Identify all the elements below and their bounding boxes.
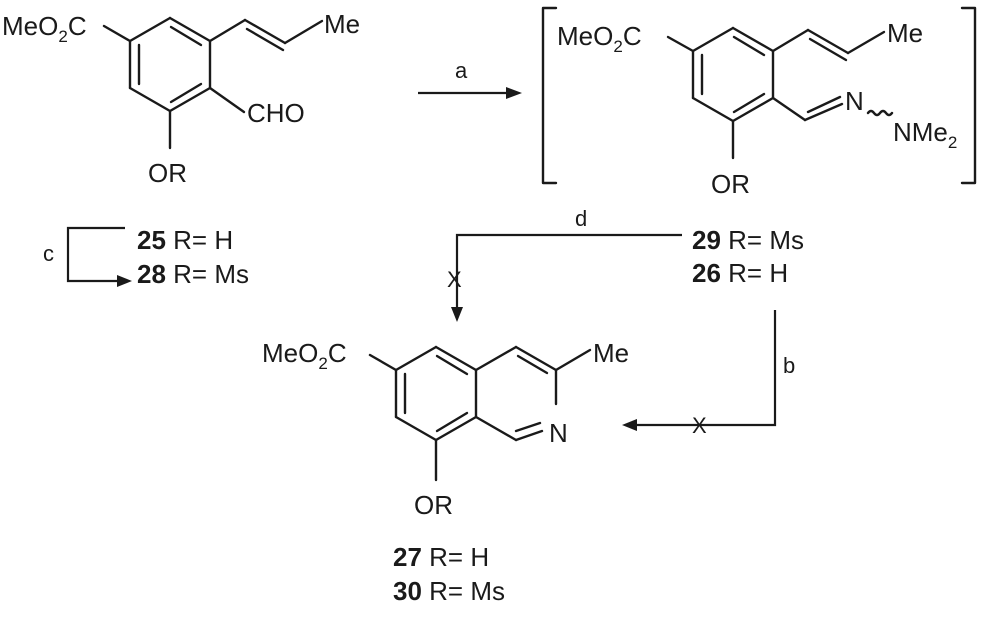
bond bbox=[666, 35, 695, 53]
ester-label: MeO2C bbox=[262, 338, 347, 373]
arrow-c: c bbox=[43, 226, 132, 287]
or-label: OR bbox=[148, 158, 187, 188]
structure-starting-aldehyde: MeO2C Me CHO OR bbox=[2, 9, 360, 188]
bond bbox=[554, 348, 592, 372]
bond bbox=[808, 37, 848, 62]
bond bbox=[368, 353, 398, 372]
bond bbox=[394, 345, 438, 372]
arrow-b-blocked: b X bbox=[622, 310, 795, 438]
bond bbox=[731, 96, 775, 123]
bond bbox=[846, 30, 886, 55]
structure-isoquinoline-product: MeO2C Me N OR bbox=[262, 338, 629, 520]
compound-28-label: 28 R= Ms bbox=[137, 259, 249, 289]
reagent-b-label: b bbox=[783, 353, 795, 378]
bond bbox=[243, 18, 287, 45]
or-label: OR bbox=[414, 490, 453, 520]
bond bbox=[434, 415, 478, 442]
arrow-line bbox=[455, 233, 682, 310]
bond bbox=[394, 415, 438, 442]
reagent-a-label: a bbox=[455, 58, 468, 83]
bond bbox=[168, 86, 212, 113]
ester-label: MeO2C bbox=[2, 11, 87, 46]
bond bbox=[732, 92, 766, 114]
arrow-head bbox=[622, 419, 637, 431]
bond bbox=[474, 415, 518, 442]
wavy-bond bbox=[866, 109, 894, 117]
arrow-a: a bbox=[418, 58, 522, 99]
dimethylamino-label: NMe2 bbox=[893, 117, 957, 152]
methyl-label: Me bbox=[593, 338, 629, 368]
bond bbox=[169, 82, 203, 104]
ring-nitrogen-label: N bbox=[549, 418, 568, 448]
methyl-label: Me bbox=[324, 9, 360, 39]
bond bbox=[435, 411, 469, 433]
bond bbox=[771, 28, 810, 53]
arrow-line bbox=[66, 226, 125, 283]
aldehyde-label: CHO bbox=[247, 98, 305, 128]
blocked-mark-d: X bbox=[447, 267, 462, 292]
bond bbox=[516, 354, 549, 375]
ester-label: MeO2C bbox=[557, 21, 642, 56]
compound-29-label: 29 R= Ms bbox=[692, 225, 804, 255]
compound-27-label: 27 R= H bbox=[393, 542, 489, 572]
bond bbox=[128, 16, 172, 43]
bond bbox=[245, 27, 285, 52]
bond bbox=[208, 18, 247, 43]
or-label: OR bbox=[711, 169, 750, 199]
bond bbox=[691, 96, 735, 123]
bond bbox=[102, 24, 132, 43]
compound-25-label: 25 R= H bbox=[137, 225, 233, 255]
bond bbox=[806, 28, 850, 55]
arrow-line bbox=[635, 310, 777, 427]
methyl-label: Me bbox=[887, 18, 923, 48]
bond bbox=[169, 25, 203, 47]
bond bbox=[514, 429, 544, 442]
bond bbox=[435, 354, 469, 376]
bond bbox=[691, 26, 735, 53]
bond bbox=[208, 86, 246, 114]
arrow-head bbox=[451, 307, 463, 322]
compound-30-label: 30 R= Ms bbox=[393, 576, 505, 606]
structure-hydrazone-intermediate: MeO2C Me N NMe2 OR bbox=[541, 6, 977, 199]
bond bbox=[474, 345, 518, 372]
bond bbox=[514, 421, 542, 433]
bond bbox=[514, 345, 558, 372]
bond bbox=[168, 16, 212, 43]
imine-nitrogen-label: N bbox=[845, 86, 864, 116]
bond bbox=[771, 96, 807, 122]
right-bracket bbox=[960, 6, 977, 185]
bond bbox=[128, 86, 172, 113]
arrow-d-blocked: d X bbox=[447, 206, 682, 322]
compound-26-label: 26 R= H bbox=[692, 258, 788, 288]
bond bbox=[283, 19, 324, 45]
reagent-c-label: c bbox=[43, 241, 54, 266]
bond bbox=[731, 26, 775, 53]
arrow-head bbox=[506, 87, 522, 99]
bond bbox=[434, 345, 478, 372]
left-bracket bbox=[541, 6, 558, 185]
arrow-head bbox=[117, 275, 132, 287]
bond bbox=[803, 102, 844, 122]
bond bbox=[732, 35, 766, 57]
blocked-mark-b: X bbox=[692, 413, 707, 438]
bond bbox=[806, 95, 842, 114]
reagent-d-label: d bbox=[575, 206, 587, 231]
